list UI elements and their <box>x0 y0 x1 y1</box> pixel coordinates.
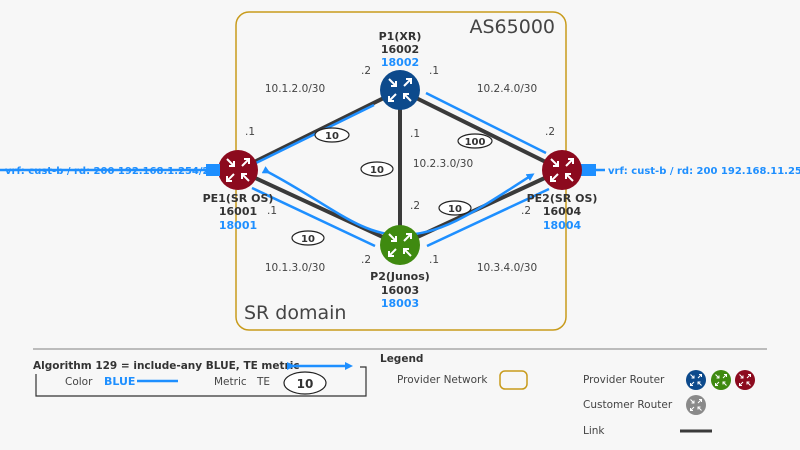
as-label: AS65000 <box>470 16 556 38</box>
if-p2-p1: .2 <box>410 200 420 212</box>
pe2-name: PE2(SR OS) <box>527 192 598 205</box>
legend-link: Link <box>583 425 605 437</box>
if-pe1-p1: .1 <box>245 126 255 138</box>
if-pe1-p2: .1 <box>267 205 277 217</box>
if-pe2-p1: .2 <box>545 126 555 138</box>
metric-sample: 10 <box>297 377 314 391</box>
if-p2-pe2: .1 <box>429 254 439 266</box>
subnet-p1-p2: 10.2.3.0/30 <box>413 158 473 170</box>
p2-sid: 16003 <box>381 284 419 297</box>
blue-path-p2-pe2 <box>426 187 550 248</box>
p1-name: P1(XR) <box>379 30 422 43</box>
router-p2[interactable] <box>380 225 420 265</box>
subnet-p1-pe2: 10.2.4.0/30 <box>477 83 537 95</box>
metric-value: TE <box>256 376 270 388</box>
pe1-flex-sid: 18001 <box>219 219 257 232</box>
legend-title: Legend <box>380 353 423 365</box>
subnet-pe1-p2: 10.1.3.0/30 <box>265 262 325 274</box>
algorithm-bracket <box>35 366 367 397</box>
legend-provider-network: Provider Network <box>397 374 488 386</box>
color-value: BLUE <box>104 375 135 388</box>
router-pe2[interactable] <box>542 150 582 190</box>
metric-p1-pe2: 100 <box>465 137 486 148</box>
metric-label: Metric <box>214 376 247 388</box>
pe1-sid: 16001 <box>219 205 257 218</box>
pe1-vrf-label: vrf: cust-b / rd: 200 192.168.1.254/24 <box>5 166 216 177</box>
metric-pe1-p1: 10 <box>325 131 339 142</box>
router-p1[interactable] <box>380 70 420 110</box>
legend-customer-router: Customer Router <box>583 399 673 411</box>
algorithm-title: Algorithm 129 = include-any BLUE, TE met… <box>33 360 300 372</box>
metric-p2-pe2: 10 <box>448 204 462 215</box>
provider-network-swatch <box>499 370 528 390</box>
interface-pe2-port <box>582 164 596 176</box>
metric-sample-ellipse <box>283 371 327 395</box>
p1-sid: 16002 <box>381 43 419 56</box>
provider-router-icon-green <box>711 370 731 390</box>
metric-p1-p2: 10 <box>370 165 384 176</box>
pe2-sid: 16004 <box>543 205 582 218</box>
p1-flex-sid: 18002 <box>381 56 419 69</box>
if-pe2-p2: .2 <box>521 205 531 217</box>
link-p1-pe2 <box>399 88 563 172</box>
link-pe1-p2 <box>237 168 401 247</box>
domain-label: SR domain <box>244 302 346 324</box>
blue-path-p1-pe2 <box>425 91 547 155</box>
blue-path-pe1-p2 <box>251 186 376 248</box>
subnet-p2-pe2: 10.3.4.0/30 <box>477 262 537 274</box>
legend-provider-router: Provider Router <box>583 374 665 386</box>
interface-pe1-port <box>206 164 220 176</box>
if-p1-p2: .1 <box>410 128 420 140</box>
color-label: Color <box>65 376 93 388</box>
if-p2-pe1: .2 <box>361 254 371 266</box>
pe2-flex-sid: 18004 <box>543 219 582 232</box>
customer-router-icon <box>686 395 706 415</box>
metric-pe1-p2: 10 <box>301 234 315 245</box>
pe2-vrf-label: vrf: cust-b / rd: 200 192.168.11.254/24 <box>608 166 800 177</box>
provider-router-icon-red <box>735 370 755 390</box>
p2-flex-sid: 18003 <box>381 297 419 310</box>
provider-router-icon-blue <box>686 370 706 390</box>
router-pe1[interactable] <box>218 150 258 190</box>
if-p1-pe2: .1 <box>429 65 439 77</box>
p2-name: P2(Junos) <box>370 270 430 283</box>
subnet-pe1-p1: 10.1.2.0/30 <box>265 83 325 95</box>
pe1-name: PE1(SR OS) <box>203 192 274 205</box>
if-p1-pe1: .2 <box>361 65 371 77</box>
